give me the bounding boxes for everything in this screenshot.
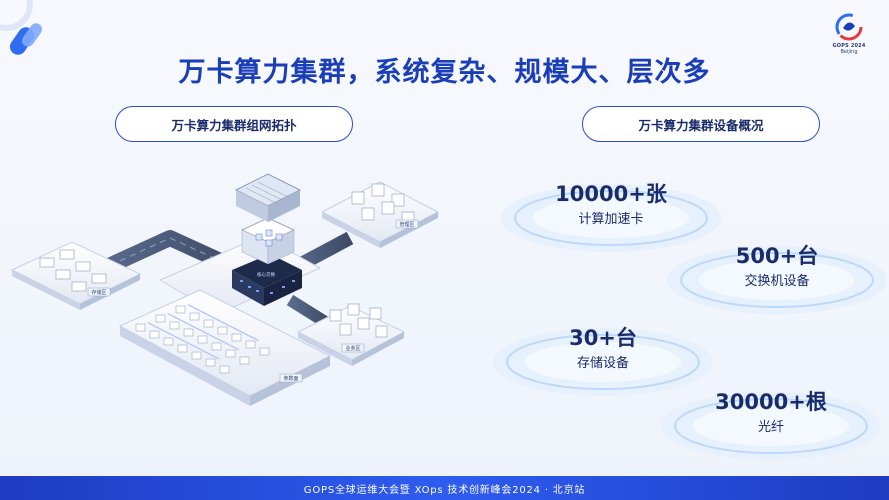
stat-fiber: 30000+根 光纤: [656, 374, 886, 464]
stat-value: 10000+张: [555, 182, 667, 206]
gops-logo-icon: [835, 13, 863, 41]
stat-disc: [501, 184, 721, 252]
stat-label: 光纤: [757, 420, 784, 435]
topology-section-label: 万卡算力集群组网拓扑: [115, 106, 353, 142]
stat-storage: 30+台 存储设备: [488, 310, 718, 400]
footer-banner: GOPS全球运维大会暨 XOps 技术创新峰会2024 · 北京站: [0, 476, 889, 500]
stat-switches: 500+台 交换机设备: [662, 228, 889, 318]
storage-zone-label: 存储区: [91, 289, 106, 296]
stat-value: 500+台: [735, 244, 819, 268]
compute-zone: 参数面: [118, 289, 332, 406]
management-zone-label: 管理区: [399, 221, 414, 228]
business-zone: 业务区: [296, 303, 406, 366]
brand-mark-icon: [0, 0, 70, 70]
compute-zone-label: 参数面: [283, 375, 298, 382]
stat-value: 30000+根: [715, 390, 827, 414]
stat-label: 存储设备: [576, 356, 629, 371]
overview-section-label: 万卡算力集群设备概况: [582, 106, 820, 142]
network-topology-diagram: 存储区 管理区 业务区: [10, 173, 440, 406]
logo-line2: Beijing: [840, 49, 858, 55]
stat-accelerator-cards: 10000+张 计算加速卡: [496, 166, 726, 256]
stat-disc: [661, 392, 881, 460]
gops-logo: GOPS 2024 Beijing: [827, 12, 871, 55]
stat-label: 交换机设备: [744, 274, 810, 289]
stat-label: 计算加速卡: [578, 212, 644, 227]
logo-line1: GOPS 2024: [832, 43, 866, 49]
stat-disc: [667, 246, 887, 314]
stat-disc: [493, 328, 713, 396]
storage-zone: 存储区: [10, 241, 142, 310]
business-zone-label: 业务区: [345, 345, 360, 352]
stat-value: 30+台: [569, 326, 637, 350]
core-zone-label: 核心交换: [257, 271, 275, 278]
page-title: 万卡算力集群，系统复杂、规模大、层次多: [178, 57, 711, 88]
management-zone: 管理区: [320, 181, 440, 248]
